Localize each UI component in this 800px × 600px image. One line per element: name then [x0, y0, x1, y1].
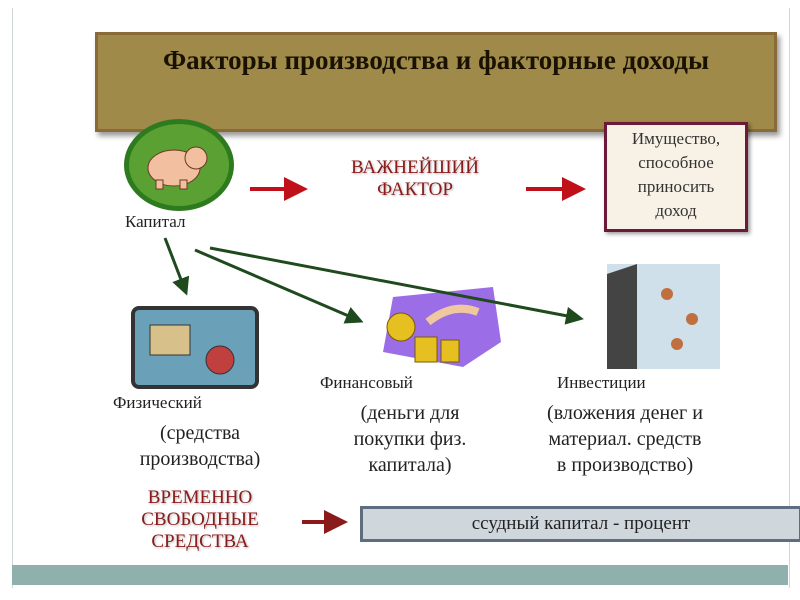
key-factor-text: ВАЖНЕЙШИЙ ФАКТОР: [330, 157, 500, 201]
desc-line: (деньги для: [360, 402, 460, 424]
money-handshake-icon: [383, 287, 501, 367]
green-arrow: [209, 246, 584, 325]
investment-label: Инвестиции: [557, 373, 646, 392]
piggy-bank-icon: [124, 119, 234, 211]
machinery-icon: [131, 306, 259, 389]
property-line: приносить: [637, 177, 715, 196]
desc-line: материал. средств: [548, 428, 702, 450]
physical-label: Физический: [113, 393, 202, 412]
green-arrow: [163, 237, 190, 296]
property-line: Имущество,: [631, 129, 721, 148]
key-factor-line: ФАКТОР: [377, 179, 453, 200]
property-box: Имущество, способное приносить доход: [604, 122, 748, 232]
physical-description: (средства производства): [110, 420, 290, 472]
investors-icon: [607, 264, 720, 369]
desc-line: капитала): [368, 454, 452, 476]
desc-line: в производство): [556, 454, 694, 476]
financial-label: Финансовый: [320, 373, 413, 392]
desc-line: (средства: [160, 422, 240, 444]
loan-capital-box: ссудный капитал - процент: [360, 506, 800, 542]
free-funds-line: СВОБОДНЫЕ: [141, 509, 259, 530]
free-funds-line: ВРЕМЕННО: [147, 487, 253, 508]
desc-line: производства): [139, 448, 261, 470]
free-funds-line: СРЕДСТВА: [151, 531, 249, 552]
slide-frame: [12, 8, 790, 588]
desc-line: покупки физ.: [353, 428, 467, 450]
capital-label: Капитал: [125, 212, 186, 231]
investment-description: (вложения денег и материал. средств в пр…: [520, 400, 730, 478]
free-funds-text: ВРЕМЕННО СВОБОДНЫЕ СРЕДСТВА: [120, 487, 280, 553]
key-factor-line: ВАЖНЕЙШИЙ: [351, 157, 479, 178]
footer-band: [12, 565, 788, 585]
financial-description: (деньги для покупки физ. капитала): [320, 400, 500, 478]
property-line: доход: [655, 201, 697, 220]
green-arrow: [194, 248, 364, 324]
title-text: Факторы производства и факторные доходы: [162, 45, 710, 75]
property-line: способное: [638, 153, 714, 172]
desc-line: (вложения денег и: [547, 402, 703, 424]
slide-title: Факторы производства и факторные доходы: [95, 32, 777, 132]
